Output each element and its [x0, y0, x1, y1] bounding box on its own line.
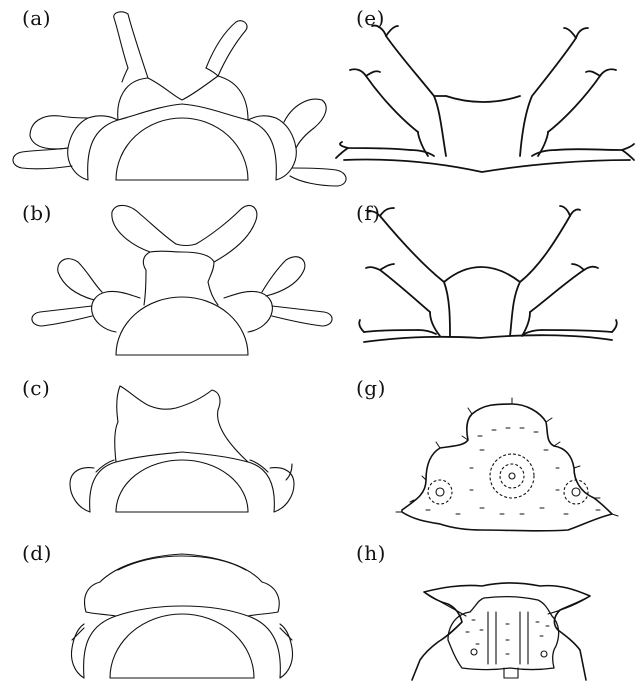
diagram-a [13, 12, 346, 186]
diagram-c [70, 386, 294, 512]
diagram-e [336, 26, 634, 172]
diagram-b [32, 205, 332, 355]
diagram-g [396, 398, 618, 531]
diagram-h [412, 583, 590, 680]
diagram-d [72, 554, 293, 678]
diagram-f [359, 206, 617, 342]
